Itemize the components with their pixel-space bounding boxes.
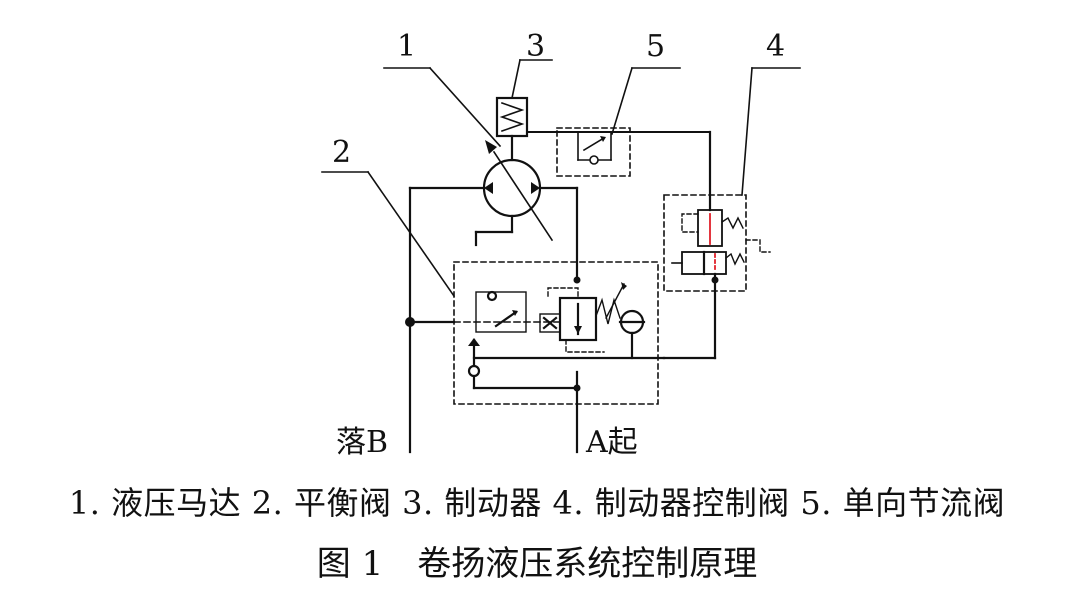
callout-1: 1 [397,29,416,64]
component-legend: 1. 液压马达 2. 平衡阀 3. 制动器 4. 制动器控制阀 5. 单向节流阀 [68,484,1006,522]
balance-valve [453,261,666,405]
figure-title: 卷扬液压系统控制原理 [417,544,758,584]
port-label-down-b: 落B [336,425,388,460]
figure-number: 图 1 [316,544,384,584]
check-throttle-valve [526,127,711,177]
callout-5: 5 [646,29,665,64]
callout-2: 2 [332,135,351,170]
callout-3: 3 [526,29,545,64]
figure-caption: 图 1 卷扬液压系统控制原理 [0,536,1074,585]
callout-4: 4 [766,29,785,64]
brake-control-valve [662,130,771,360]
hydraulic-motor-symbol [474,140,554,247]
brake-symbol [495,96,529,162]
hydraulic-schematic: 1 3 5 4 2 落B A起 [321,29,801,460]
port-label-up-a: A起 [585,425,638,460]
